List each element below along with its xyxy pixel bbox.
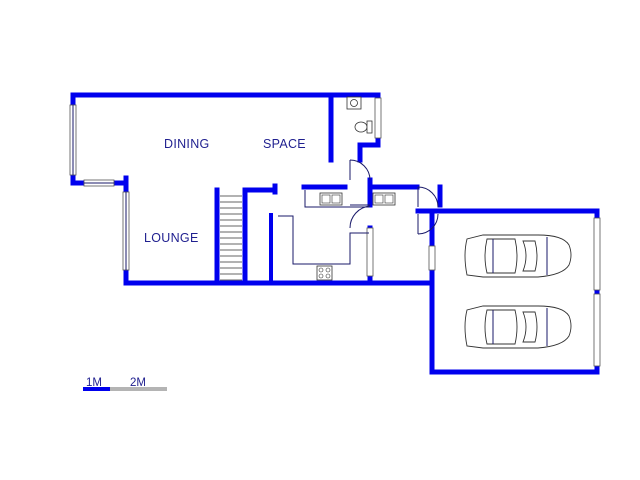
window-icon (428, 245, 436, 271)
car-icon (464, 305, 572, 349)
car-icon (464, 234, 572, 278)
door-swing-icon (349, 204, 371, 229)
scale-label-1m: 1M (86, 377, 102, 389)
doors (349, 159, 439, 235)
door-swing-icon (417, 213, 439, 235)
basin-icon (346, 96, 362, 110)
window-icon (593, 217, 601, 291)
stove-icon (316, 265, 333, 281)
sink-icon (372, 192, 396, 206)
room-label-space: SPACE (263, 137, 306, 151)
door-swing-icon (349, 159, 371, 181)
toilet-icon (354, 120, 373, 134)
room-label-dining: DINING (164, 137, 210, 151)
window-icon (366, 227, 374, 277)
room-label-lounge: LOUNGE (144, 231, 199, 245)
window-icon (593, 293, 601, 367)
window-icon (374, 97, 382, 139)
scale-label-2m: 2M (130, 377, 146, 389)
sink-icon (319, 192, 343, 206)
kitchen-counters (278, 190, 396, 281)
door-swing-icon (417, 186, 439, 208)
scale-bar: 1M 2M (83, 377, 167, 391)
wc-fixtures (346, 96, 373, 134)
stairs-icon (220, 195, 242, 281)
windows (69, 97, 601, 367)
